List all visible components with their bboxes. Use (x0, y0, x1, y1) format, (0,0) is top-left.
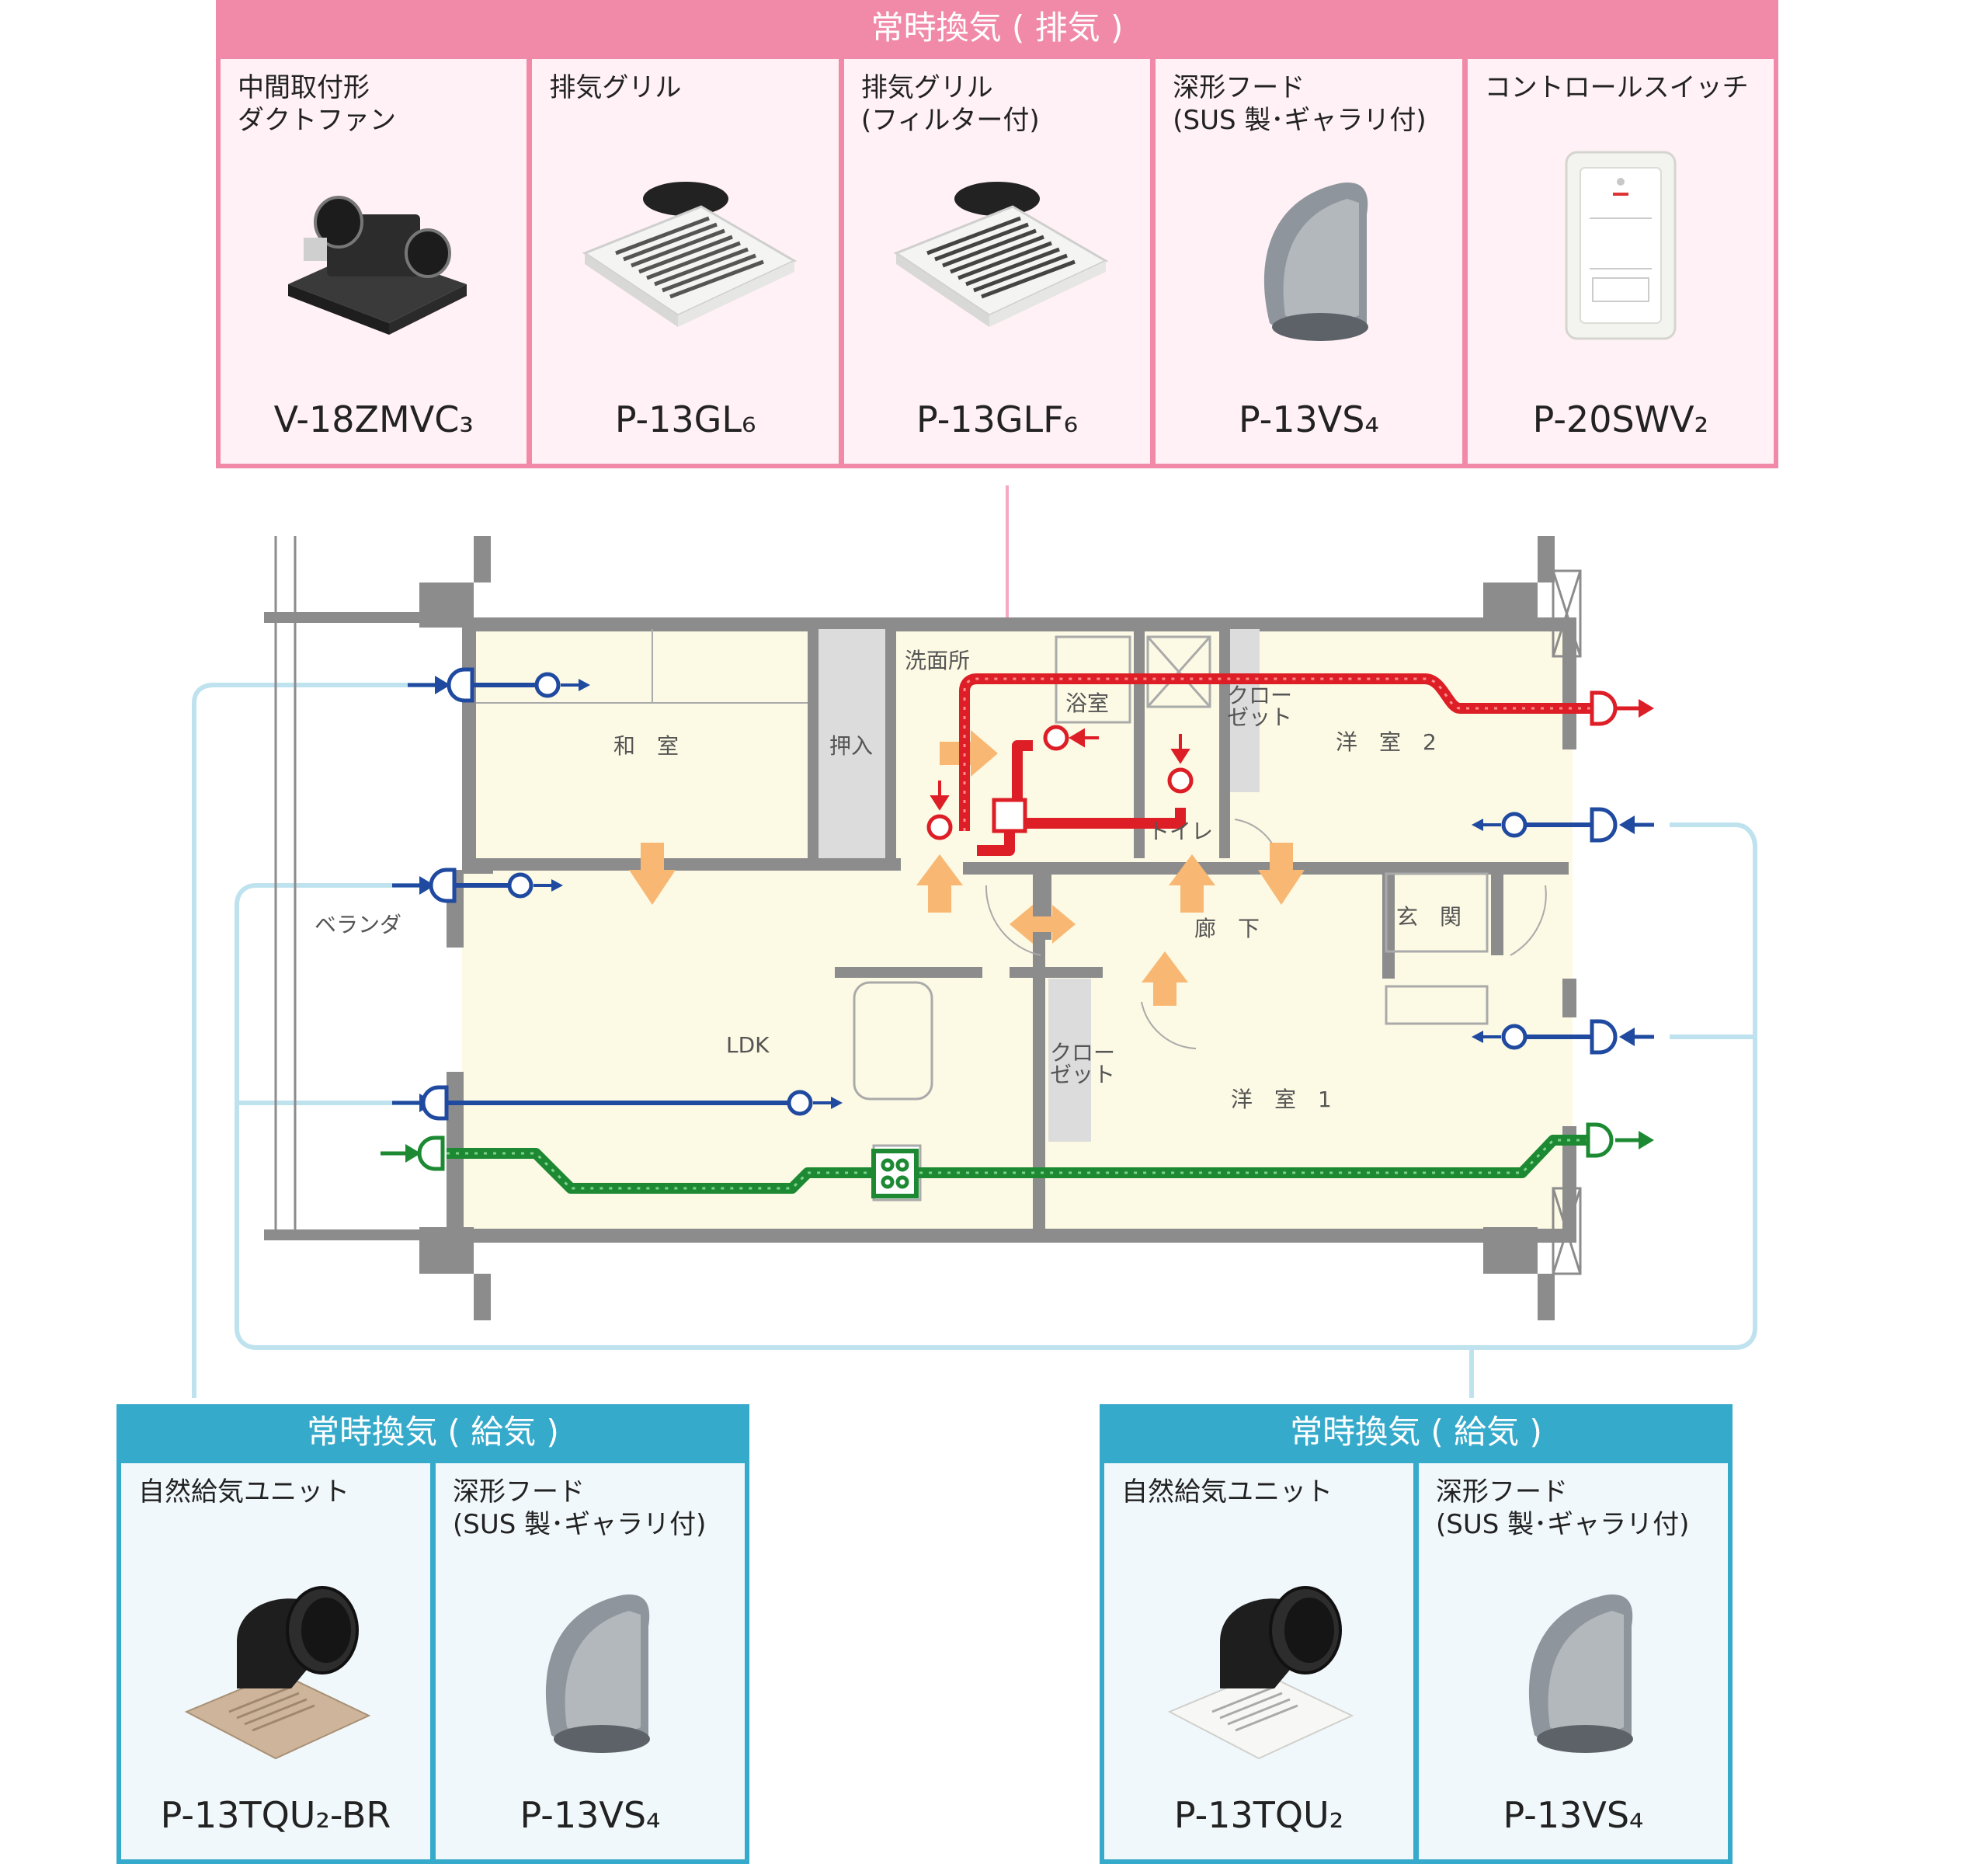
supply-unit-ldk-lower (392, 1085, 843, 1121)
product-model: P-13VS₄ (1238, 398, 1379, 440)
product-card: コントロールスイッチ P-20SWV₂ (1467, 59, 1774, 464)
room-label-closet-top: クローゼット (1227, 683, 1292, 730)
product-card: 中間取付形 ダクトファン V-18ZMVC₃ (221, 59, 527, 464)
exhaust-grille-markers (926, 725, 1194, 840)
supply-panel-right: 常時換気 ( 給気 ) 自然給気ユニット P-13TQU₂ 深形フード (SUS (1100, 1404, 1733, 1864)
product-model: P-13VS₄ (1503, 1794, 1644, 1836)
exhaust-duct-inner (963, 677, 1600, 831)
product-card: 自然給気ユニット P-13TQU₂ (1104, 1463, 1413, 1859)
room-label-toilet: トイレ (1148, 819, 1213, 844)
deep-hood-icon (436, 1580, 745, 1766)
supply-unit-japanese-room (408, 667, 590, 703)
product-card: 深形フード (SUS 製･ギャラリ付) P-13VS₄ (1156, 59, 1462, 464)
exhaust-panel: 常時換気 ( 排気 ) 中間取付形 ダクトファン V-18ZMVC₃ 排気グリル (216, 0, 1778, 468)
natural-air-supply-unit-icon (1104, 1580, 1413, 1766)
tatami-lines (476, 629, 808, 704)
room-label-entrance: 玄 関 (1396, 904, 1461, 930)
supply-unit-western-room-1 (1472, 1019, 1654, 1055)
product-model: P-13GL₆ (614, 398, 756, 440)
deep-hood-icon (1156, 168, 1461, 354)
product-model: P-20SWV₂ (1532, 398, 1709, 440)
product-name: 排気グリル (549, 72, 682, 103)
oshiire-fill (818, 629, 885, 858)
product-model: P-13TQU₂-BR (160, 1794, 391, 1836)
room-label-corridor: 廊 下 (1194, 916, 1260, 941)
floor-area (462, 625, 1573, 1239)
supply-unit-ldk-upper (392, 868, 563, 903)
product-card: 自然給気ユニット P-13TQU₂-BR (121, 1463, 430, 1859)
product-name: 自然給気ユニット (1121, 1476, 1333, 1508)
product-card: 排気グリル (フィルター付) P-13GLF₆ (843, 59, 1151, 464)
product-name: 自然給気ユニット (138, 1476, 349, 1508)
product-card: 深形フード (SUS 製･ギャラリ付) P-13VS₄ (1419, 1463, 1728, 1859)
exhaust-grille-icon (532, 168, 838, 354)
room-label-western-room-2: 洋 室 2 (1336, 729, 1437, 755)
supply-connection-lines (192, 683, 1757, 1398)
exhaust-outlet-hood (1590, 690, 1654, 726)
room-label-bathroom: 浴室 (1065, 690, 1109, 716)
closet-bottom-fill (1048, 979, 1091, 1142)
product-model: P-13VS₄ (520, 1794, 661, 1836)
exhaust-grille-filter-icon (844, 168, 1150, 354)
range-hood-fan (871, 1149, 919, 1198)
floor-plan: 洗面所 和 室 押入 浴室 クローゼット 洋 室 2 トイレ 廊 下 玄 関 ベ… (192, 485, 1757, 1398)
supply-panel-right-title: 常時換気 ( 給気 ) (1290, 1413, 1542, 1451)
room-label-veranda: ベランダ (315, 912, 401, 937)
product-card: 深形フード (SUS 製･ギャラリ付) P-13VS₄ (436, 1463, 745, 1859)
product-name: 中間取付形 ダクトファン (238, 72, 396, 136)
veranda (264, 536, 419, 1240)
ldk-duct (447, 1135, 1596, 1194)
room-label-ldk: LDK (726, 1032, 770, 1058)
room-label-japanese-room: 和 室 (613, 733, 679, 759)
product-model: V-18ZMVC₃ (273, 398, 474, 440)
room-label-washroom: 洗面所 (905, 648, 970, 673)
supply-panel-left-title: 常時換気 ( 給気 ) (307, 1413, 559, 1451)
product-card: 排気グリル P-13GL₆ (532, 59, 839, 464)
exhaust-panel-title: 常時換気 ( 排気 ) (871, 9, 1124, 47)
product-name: 深形フード (SUS 製･ギャラリ付) (1173, 72, 1427, 136)
duct-fan-box (992, 798, 1027, 833)
product-name: 排気グリル (フィルター付) (860, 72, 1040, 136)
supply-unit-western-room-2 (1472, 807, 1654, 843)
control-switch-icon (1468, 144, 1774, 340)
product-model: P-13GLF₆ (916, 398, 1079, 440)
exhaust-small-arrows (930, 728, 1190, 811)
supply-panel-left: 常時換気 ( 給気 ) 自然給気ユニット P-13TQU₂-BR 深形フード ( (116, 1404, 749, 1864)
closet-top-fill (1230, 629, 1260, 792)
deep-hood-icon (1419, 1580, 1728, 1766)
door-arcs (985, 819, 1547, 1049)
airflow-arrows (629, 730, 1305, 1006)
product-model: P-13TQU₂ (1173, 1794, 1344, 1836)
room-label-western-room-1: 洋 室 1 (1231, 1087, 1332, 1112)
product-name: 深形フード (SUS 製･ギャラリ付) (453, 1476, 707, 1540)
ldk-supply-in (381, 1135, 445, 1171)
ldk-duct-markers (881, 1158, 909, 1189)
ldk-exhaust-out (1586, 1122, 1654, 1158)
room-label-closet-bottom: クローゼット (1050, 1040, 1115, 1087)
product-name: 深形フード (SUS 製･ギャラリ付) (1436, 1476, 1690, 1540)
product-name: コントロールスイッチ (1484, 72, 1749, 103)
window-boxes (1552, 569, 1582, 1275)
natural-air-supply-unit-icon (121, 1580, 430, 1766)
room-label-oshiire: 押入 (829, 733, 873, 759)
duct-fan-icon (221, 168, 527, 354)
